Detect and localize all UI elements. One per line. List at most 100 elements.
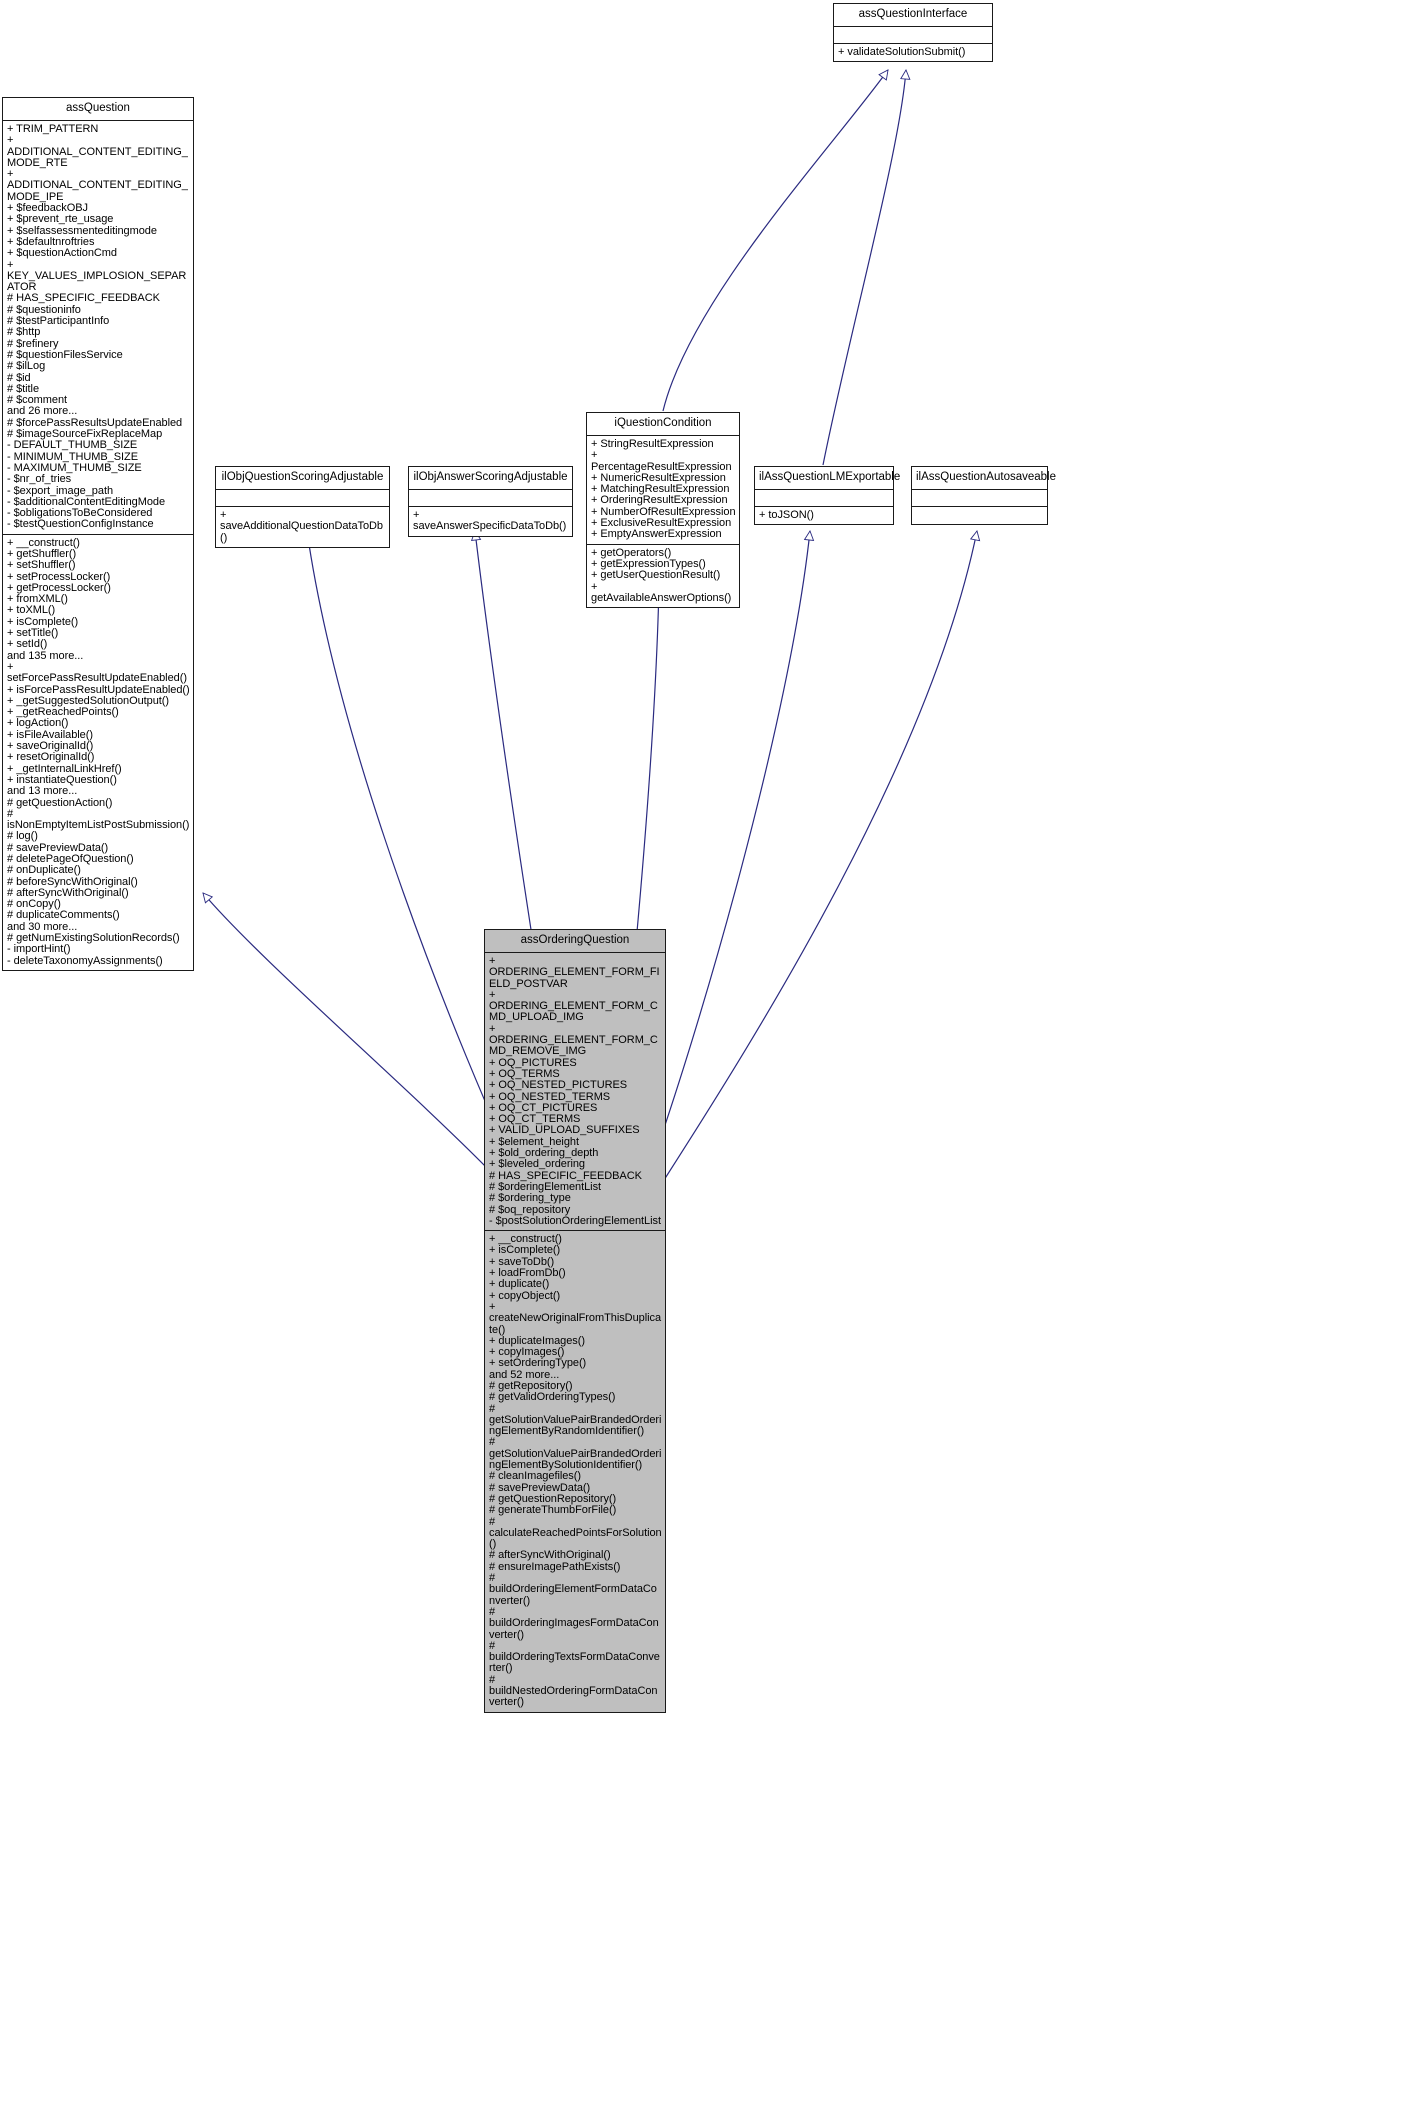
class-member: # $ilLog (7, 360, 46, 373)
class-member: + isForcePassResultUpdateEnabled() (7, 683, 190, 696)
class-member: # getQuestionAction() (7, 796, 113, 809)
class-member: + getAvailableAnswerOptions() (591, 580, 732, 604)
edge-assorderingquestion-to-ilassquestionautosaveable (663, 531, 977, 1181)
class-member: + StringResultExpression (591, 438, 714, 450)
class-member: + TRIM_PATTERN (7, 123, 99, 135)
class-member: # beforeSyncWithOriginal() (7, 875, 138, 888)
class-title-ilassquestionautosaveable: ilAssQuestionAutosaveable (912, 467, 1056, 490)
class-attributes-ilassquestionlmexportable (755, 490, 893, 507)
class-attributes-assquestion: + TRIM_PATTERN + ADDITIONAL_CONTENT_EDITI… (3, 121, 193, 535)
class-member: - deleteTaxonomyAssignments() (7, 954, 163, 967)
class-member: # $forcePassResultsUpdateEnabled (7, 416, 183, 429)
class-member: # $oq_repository (489, 1203, 571, 1216)
class-member: # cleanImagefiles() (489, 1470, 581, 1483)
class-methods-assorderingquestion: + __construct()+ isComplete()+ saveToDb(… (485, 1231, 665, 1711)
class-member: + OrderingResultExpression (591, 494, 728, 507)
class-member: # isNonEmptyItemListPostSubmission() (7, 807, 190, 832)
class-member: + $leveled_ordering (489, 1158, 585, 1171)
edge-assorderingquestion-to-ilassquestionlmexportable (645, 531, 810, 1181)
class-member: # getRepository() (489, 1379, 573, 1392)
class-methods-ilobjquestionscoringadjustable: + saveAdditionalQuestionDataToDb() (216, 507, 389, 547)
class-member: + toXML() (7, 604, 56, 617)
class-member: + getOperators() (591, 546, 672, 559)
class-member: # $title (7, 382, 40, 395)
class-methods-iquestioncondition: + getOperators()+ getExpressionTypes()+ … (587, 545, 739, 607)
class-methods-assquestion: + __construct()+ getShuffler()+ setShuff… (3, 535, 193, 970)
class-member: + _getSuggestedSolutionOutput() (7, 694, 170, 707)
class-member: + instantiateQuestion() (7, 773, 117, 786)
class-member: # ensureImagePathExists() (489, 1560, 621, 1573)
class-member: + $selfassessmenteditingmode (7, 224, 157, 237)
class-box-iquestioncondition[interactable]: iQuestionCondition + StringResultExpress… (586, 412, 740, 609)
class-member: # getValidOrderingTypes() (489, 1391, 616, 1404)
class-member: # onCopy() (7, 898, 61, 911)
edge-iquestioncondition-to-assquestioninterface (662, 70, 888, 412)
class-methods-ilobjanswerscoringadjustable: + saveAnswerSpecificDataToDb() (409, 507, 572, 536)
class-member: + saveToDb() (489, 1255, 555, 1268)
class-member: + ORDERING_ELEMENT_FORM_CMD_UPLOAD_IMG (489, 988, 658, 1024)
class-title-assquestion: assQuestion (3, 98, 193, 121)
class-member: # afterSyncWithOriginal() (7, 886, 129, 899)
class-member: + __construct() (7, 536, 80, 549)
class-member: # $comment (7, 394, 68, 407)
class-member: # $testParticipantInfo (7, 315, 110, 328)
class-member: + saveAdditionalQuestionDataToDb() (220, 509, 383, 544)
class-attributes-assorderingquestion: + ORDERING_ELEMENT_FORM_FIELD_POSTVAR+ O… (485, 953, 665, 1232)
class-attributes-assquestioninterface (834, 27, 992, 44)
class-member: + _getReachedPoints() (7, 706, 119, 719)
class-box-assquestion[interactable]: assQuestion + TRIM_PATTERN + ADDITIONAL_C… (2, 97, 194, 971)
class-member: - $testQuestionConfigInstance (7, 518, 154, 531)
class-box-ilobjquestionscoringadjustable[interactable]: ilObjQuestionScoringAdjustable + saveAdd… (215, 466, 390, 548)
class-attributes-ilobjquestionscoringadjustable (216, 490, 389, 507)
class-member: # $id (7, 371, 31, 384)
class-title-iquestioncondition: iQuestionCondition (587, 413, 739, 436)
class-methods-assquestioninterface: + validateSolutionSubmit() (834, 44, 992, 61)
class-member: + setTitle() (7, 627, 59, 640)
class-member: + ExclusiveResultExpression (591, 517, 732, 530)
class-member: # getQuestionRepository() (489, 1492, 617, 1505)
class-attributes-ilobjanswerscoringadjustable (409, 490, 572, 507)
class-member: and 26 more... (7, 405, 78, 418)
class-box-ilassquestionlmexportable[interactable]: ilAssQuestionLMExportable + toJSON() (754, 466, 900, 526)
class-member: - $additionalContentEditingMode (7, 495, 166, 508)
class-member: + $feedbackOBJ (7, 202, 88, 215)
class-box-assorderingquestion[interactable]: assOrderingQuestion + ORDERING_ELEMENT_F… (484, 929, 666, 1713)
class-member: + createNewOriginalFromThisDuplicate() (489, 1300, 662, 1336)
class-member: # buildOrderingImagesFormDataConverter() (489, 1605, 659, 1641)
class-title-assorderingquestion: assOrderingQuestion (485, 930, 665, 953)
class-member: + setForcePassResultUpdateEnabled() (7, 660, 187, 685)
class-box-assquestioninterface[interactable]: assQuestionInterface + validateSolutionS… (833, 3, 993, 63)
class-member: # afterSyncWithOriginal() (489, 1549, 611, 1562)
class-member: and 13 more... (7, 785, 78, 798)
class-member: # $refinery (7, 337, 59, 350)
class-member: + setProcessLocker() (7, 570, 111, 583)
class-member: - MAXIMUM_THUMB_SIZE (7, 461, 142, 474)
class-member: + loadFromDb() (489, 1267, 566, 1280)
class-member: + ADDITIONAL_CONTENT_EDITING_MODE_IPE (7, 168, 188, 203)
class-member: # $orderingElementList (489, 1180, 602, 1193)
class-member: - MINIMUM_THUMB_SIZE (7, 450, 139, 463)
class-member: + toJSON() (759, 509, 814, 521)
class-title-assquestioninterface: assQuestionInterface (834, 4, 992, 27)
class-member: # $questionFilesService (7, 348, 123, 361)
class-member: + isComplete() (7, 615, 79, 628)
class-member: + duplicate() (489, 1278, 550, 1291)
edge-ilassquestionlmexportable-to-assquestioninterface (822, 70, 906, 466)
class-member: + $prevent_rte_usage (7, 213, 114, 226)
class-box-ilobjanswerscoringadjustable[interactable]: ilObjAnswerScoringAdjustable + saveAnswe… (408, 466, 573, 537)
class-member: # buildOrderingElementFormDataConverter(… (489, 1572, 657, 1607)
class-methods-ilassquestionlmexportable: + toJSON() (755, 507, 893, 524)
class-member: # getSolutionValuePairBrandedOrderingEle… (489, 1402, 662, 1438)
class-member: + PercentageResultExpression (591, 449, 732, 473)
edge-assorderingquestion-to-assquestion (203, 893, 490, 1171)
class-box-ilassquestionautosaveable[interactable]: ilAssQuestionAutosaveable (911, 466, 1056, 525)
class-member: + duplicateImages() (489, 1334, 585, 1347)
class-member: # savePreviewData() (489, 1481, 591, 1494)
class-member: + saveAnswerSpecificDataToDb() (413, 509, 567, 533)
class-member: + logAction() (7, 717, 69, 730)
class-member: + getProcessLocker() (7, 581, 111, 594)
class-member: + getUserQuestionResult() (591, 569, 721, 582)
class-member: - $obligationsToBeConsidered (7, 507, 153, 520)
class-member: # getSolutionValuePairBrandedOrderingEle… (489, 1436, 662, 1472)
class-member: + getShuffler() (7, 547, 77, 560)
